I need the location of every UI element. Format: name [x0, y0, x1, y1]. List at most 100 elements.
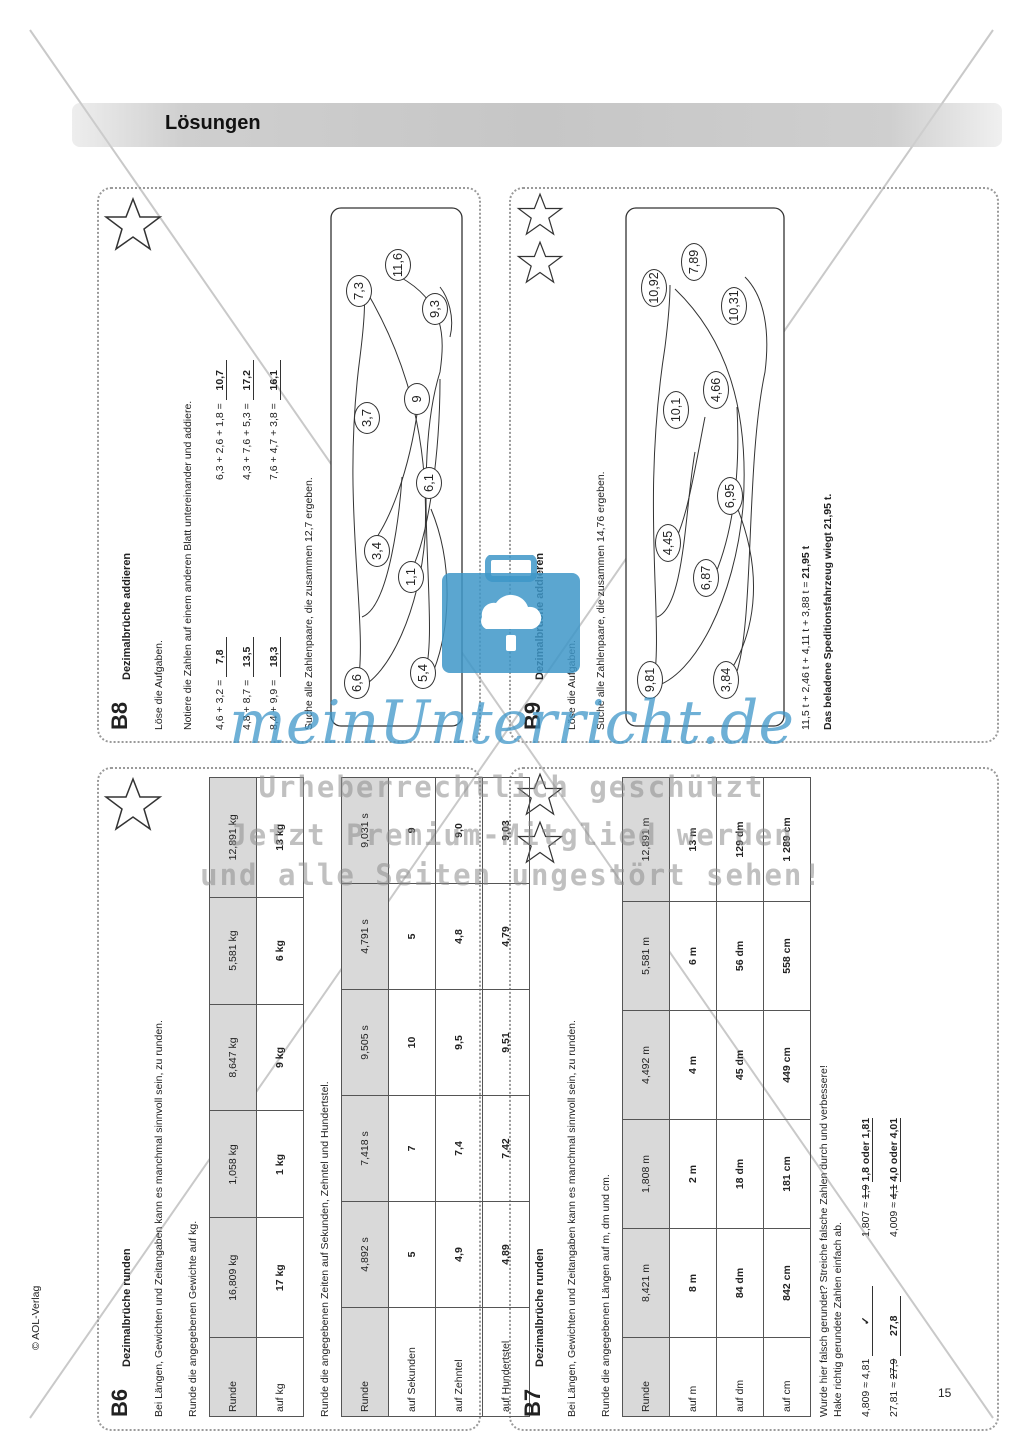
bubble-diagram-b8: [330, 207, 463, 727]
star-icon: [103, 777, 163, 831]
table-cell: 4,492 m: [622, 1010, 670, 1120]
rounding-item: 27,81 ≈ 27,9 27,8: [888, 1295, 901, 1417]
table-cell: 9 kg: [256, 1004, 304, 1111]
table-cell: Runde: [341, 1307, 389, 1417]
table-cell: 6 m: [669, 901, 717, 1011]
section-title: Dezimalbrüche runden: [534, 1248, 546, 1367]
table-cell: 8,421 m: [622, 1228, 670, 1338]
section-code: B6: [107, 1388, 132, 1417]
table-cell: 45 dm: [716, 1010, 764, 1120]
intro-text: Bei Längen, Gewichten und Zeitangaben ka…: [566, 1020, 578, 1417]
table-cell: 16,809 kg: [209, 1217, 257, 1338]
table-cell: 4,892 s: [341, 1201, 389, 1308]
copyright: © AOL-Verlag: [30, 1285, 42, 1350]
card-b9: [509, 187, 999, 743]
number-bubble: 9,3: [422, 293, 448, 325]
table-cell: 7: [388, 1095, 436, 1202]
watermark-line: und alle Seiten ungestört sehen!: [200, 858, 823, 892]
page-number: 15: [938, 1386, 952, 1400]
table-cell: auf kg: [256, 1337, 304, 1417]
table-cell: 18 dm: [716, 1119, 764, 1229]
star-icon: [516, 820, 564, 864]
table-cell: 9,505 s: [341, 989, 389, 1096]
bubbles-b9: 9,81 3,84 4,45 6,87 6,95 10,1 4,66 10,92…: [625, 207, 785, 727]
table-cell: auf cm: [763, 1337, 811, 1417]
number-bubble: 10,1: [663, 391, 689, 429]
number-bubble: 7,89: [681, 243, 707, 281]
number-bubble: 1,1: [398, 561, 424, 593]
task-text: Runde die angegebenen Gewichte auf kg.: [187, 1220, 199, 1417]
table-cell: 10: [388, 989, 436, 1096]
number-bubble: 4,66: [703, 371, 729, 409]
bubble-diagram-b9: [625, 207, 785, 727]
brand-watermark: meinUnterricht.de: [229, 688, 794, 758]
briefcase-logo-icon: [442, 555, 580, 673]
number-bubble: 6,87: [693, 559, 719, 597]
table-cell: 8 m: [669, 1228, 717, 1338]
table-cell: 842 cm: [763, 1228, 811, 1338]
task-text: Hake richtig gerundete Zahlen einfach ab…: [832, 1222, 844, 1417]
page-title: Lösungen: [165, 112, 261, 134]
table-cell: Runde: [209, 1337, 257, 1417]
title-brush-bar: [72, 103, 1002, 147]
table-cell: auf dm: [716, 1337, 764, 1417]
table-cell: 5,581 kg: [209, 897, 257, 1005]
star-icon: [516, 240, 564, 284]
star-icon: [516, 192, 564, 236]
table-cell: 2 m: [669, 1119, 717, 1229]
rounding-item: 4,809 ≈ 4,81 ✓: [860, 1285, 873, 1417]
star-icon: [516, 772, 564, 816]
task-text: Runde die angegebenen Zeiten auf Sekunde…: [319, 1081, 331, 1417]
number-bubble: 5,4: [410, 657, 436, 689]
section-code: B7: [520, 1388, 545, 1417]
table-cell: 4,791 s: [341, 883, 389, 990]
table-cell: 4,9: [435, 1201, 483, 1308]
table-cell: 6 kg: [256, 897, 304, 1005]
number-bubble: 4,45: [655, 524, 681, 562]
table-cell: 84 dm: [716, 1228, 764, 1338]
number-bubble: 6,95: [717, 477, 743, 515]
card-b7: [509, 767, 999, 1431]
table-cell: 449 cm: [763, 1010, 811, 1120]
table-cell: 8,647 kg: [209, 1004, 257, 1111]
table-cell: 558 cm: [763, 901, 811, 1011]
section-title: Dezimalbrüche addieren: [121, 552, 133, 680]
task-text: Wurde hier falsch gerundet? Streiche fal…: [818, 1065, 830, 1417]
intro-text: Bei Längen, Gewichten und Zeitangaben ka…: [153, 1020, 165, 1417]
table-cell: 4,8: [435, 883, 483, 990]
table-cell: Runde: [622, 1337, 670, 1417]
task-text: Notiere die Zahlen auf einem anderen Bla…: [182, 400, 194, 730]
table-cell: 1 kg: [256, 1110, 304, 1218]
number-bubble: 9: [404, 383, 430, 415]
table-cell: auf Sekunden: [388, 1307, 436, 1417]
number-bubble: 3,4: [364, 535, 390, 567]
table-cell: auf m: [669, 1337, 717, 1417]
number-bubble: 10,92: [641, 269, 667, 307]
card-b8: [97, 187, 481, 743]
table-cell: 5: [388, 1201, 436, 1308]
table-cell: 9,5: [435, 989, 483, 1096]
table-cell: 17 kg: [256, 1217, 304, 1338]
number-bubble: 11,6: [385, 249, 411, 281]
sum-row: 6,3 + 2,6 + 1,8 = 10,7: [214, 360, 227, 480]
number-bubble: 6,1: [416, 467, 442, 499]
table-cell: 7,4: [435, 1095, 483, 1202]
table-cell: 4 m: [669, 1010, 717, 1120]
rounding-item: 1,807 ≈ 1,9 1,8 oder 1,81: [860, 1117, 873, 1237]
table-cell: 181 cm: [763, 1119, 811, 1229]
table-cell: 7,418 s: [341, 1095, 389, 1202]
watermark-line: Urheberrechtlich geschützt: [258, 770, 765, 804]
sum-row: 4,3 + 7,6 + 5,3 = 17,2: [241, 360, 254, 480]
section-title: Dezimalbrüche runden: [121, 1248, 133, 1367]
card-b6: [97, 767, 481, 1431]
star-icon: [103, 197, 163, 251]
number-bubble: 7,3: [346, 275, 372, 307]
table-cell: 56 dm: [716, 901, 764, 1011]
table-cell: 5,581 m: [622, 901, 670, 1011]
table-cell: 5: [388, 883, 436, 990]
sum-row: 7,6 + 4,7 + 3,8 = 16,1: [268, 360, 281, 480]
task-text: Runde die angegebenen Längen auf m, dm u…: [600, 1174, 612, 1417]
number-bubble: 3,7: [354, 402, 380, 434]
table-cell: 1,808 m: [622, 1119, 670, 1229]
